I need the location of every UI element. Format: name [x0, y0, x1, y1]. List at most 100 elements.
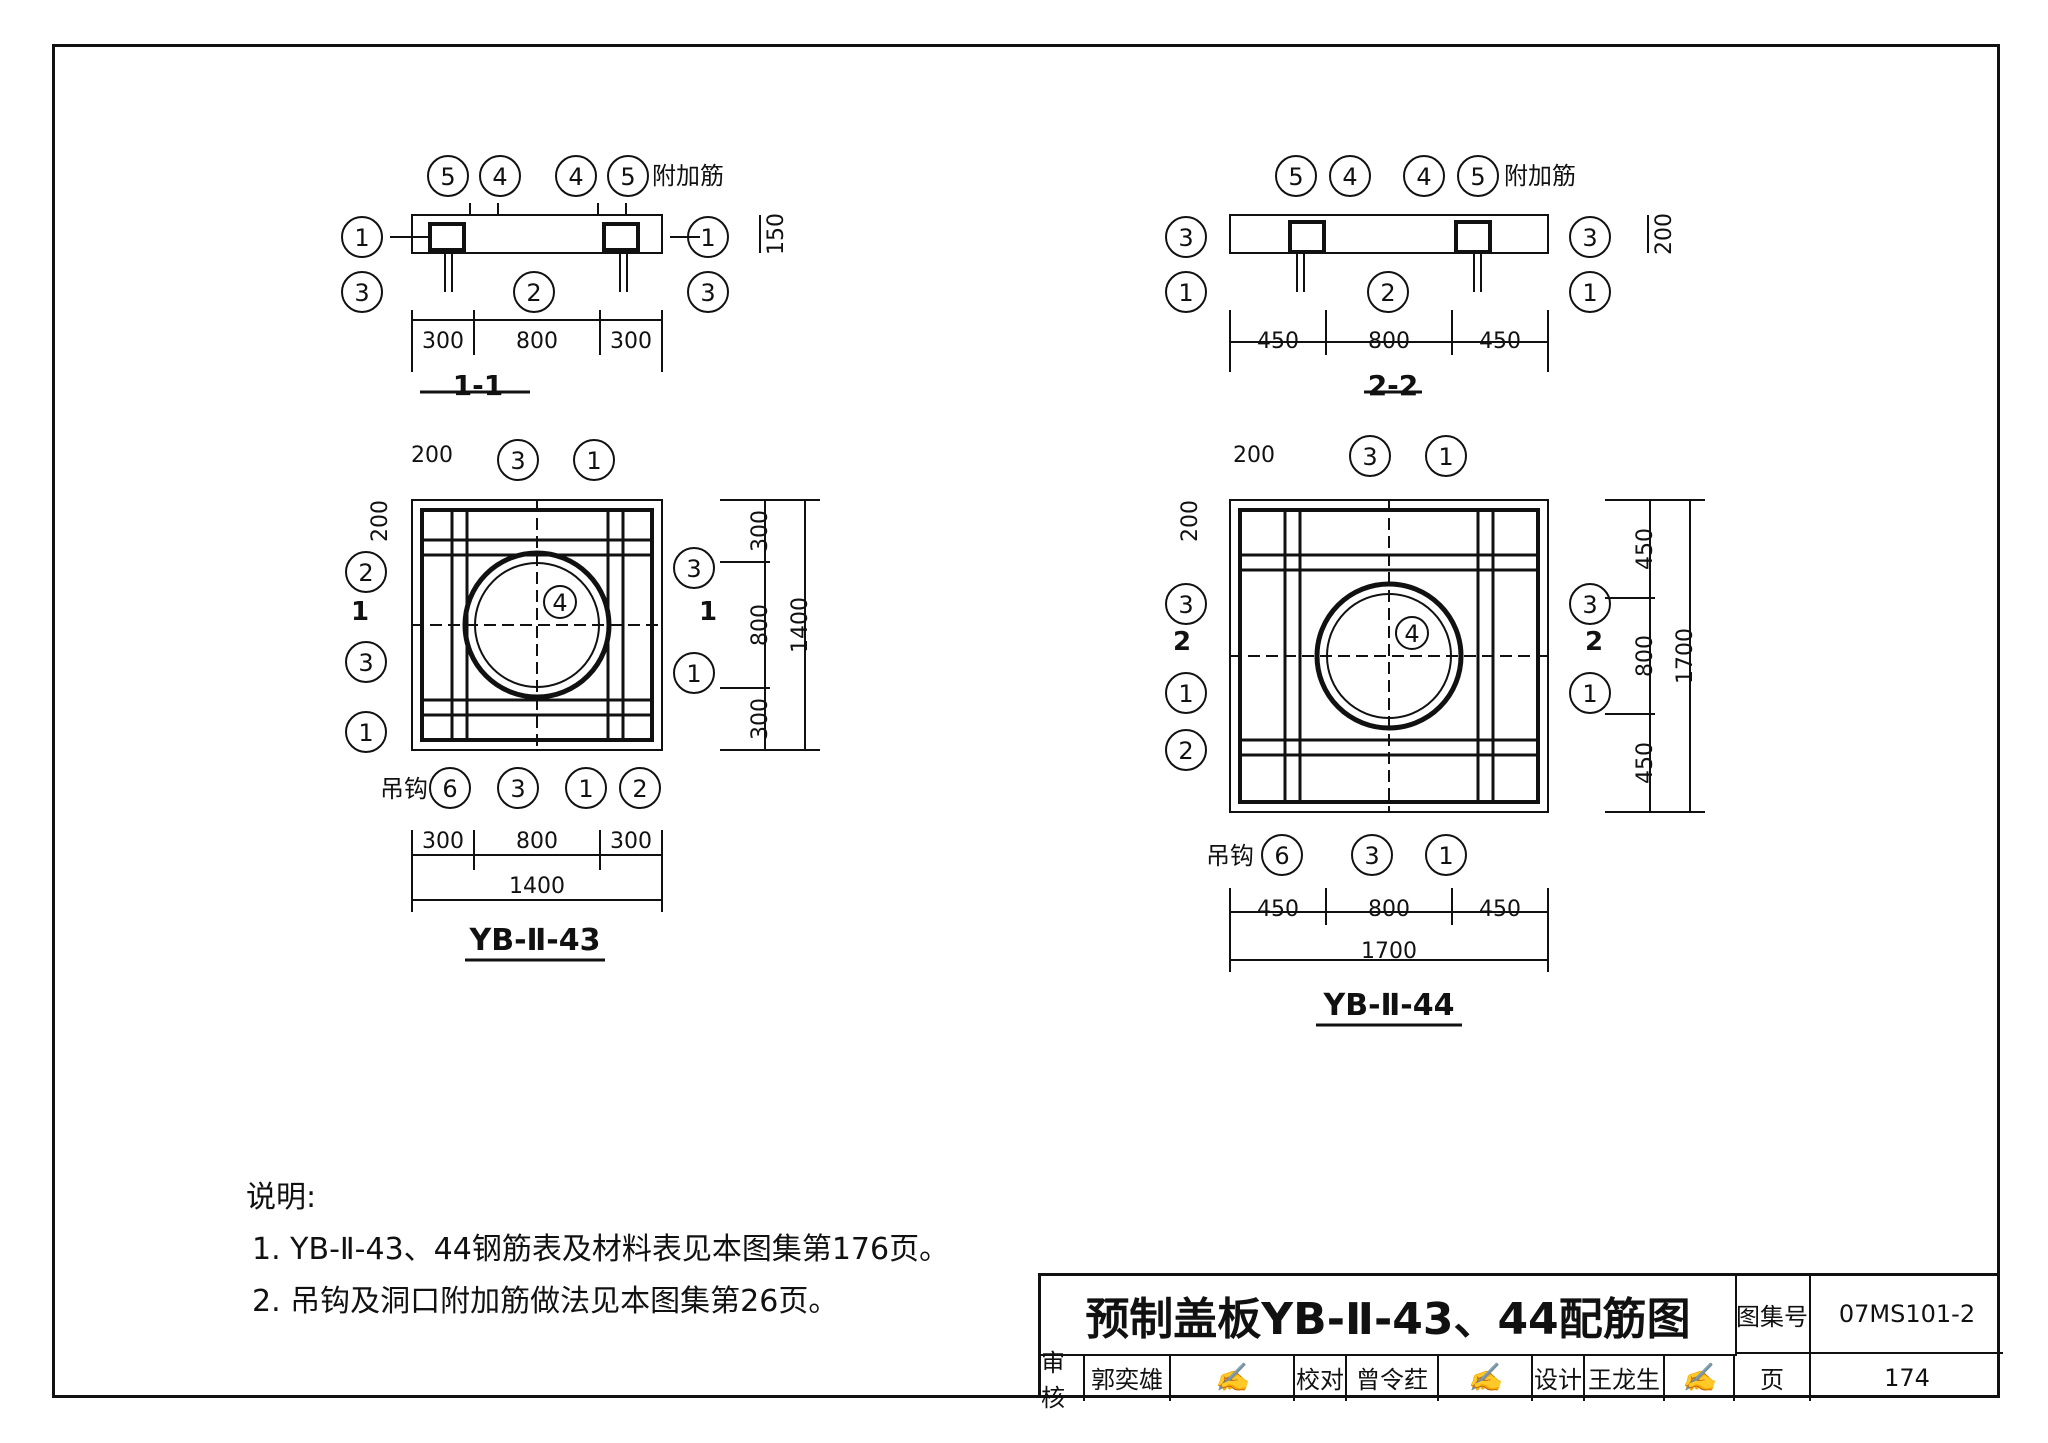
- extra-rebar-label: 附加筋: [1504, 162, 1576, 190]
- dim-text: 300: [610, 329, 652, 354]
- dim-text: 800: [748, 604, 773, 646]
- callout-3: 3: [358, 649, 373, 677]
- page-label: 页: [1735, 1354, 1811, 1401]
- dim-text: 200: [1178, 500, 1203, 542]
- callout-3: 3: [1178, 591, 1193, 619]
- plan-yb-ii-43: [411, 499, 820, 962]
- callout-1: 1: [1582, 279, 1597, 307]
- callout-5: 5: [620, 163, 635, 191]
- dim-text: 300: [610, 829, 652, 854]
- plan-title: YB-Ⅱ-43: [468, 923, 600, 958]
- callout-labels: 5 4 4 5 1 1 3 2 3 5 4 4 5 3 3 1 2 1 3 1 …: [354, 163, 1597, 870]
- callout-2: 2: [1380, 279, 1395, 307]
- atlas-number: 07MS101-2: [1811, 1276, 2003, 1354]
- dim-text: 300: [422, 329, 464, 354]
- dim-text: 200: [411, 443, 453, 468]
- dim-text: 800: [516, 329, 558, 354]
- section-2-2: [1229, 214, 1649, 394]
- callout-1: 1: [358, 719, 373, 747]
- reviewer-name: 郭奕雄: [1085, 1354, 1171, 1401]
- callout-1: 1: [578, 775, 593, 803]
- plan-title: YB-Ⅱ-44: [1322, 988, 1454, 1023]
- dim-text: 300: [422, 829, 464, 854]
- callout-4: 4: [1342, 163, 1357, 191]
- section-title: 1-1: [453, 369, 504, 402]
- dim-text: 800: [1368, 897, 1410, 922]
- callout-4: 4: [1404, 620, 1419, 648]
- dim-text: 1400: [509, 874, 565, 899]
- hook-label: 吊钩: [1206, 842, 1254, 870]
- callout-1: 1: [1178, 279, 1193, 307]
- callout-6: 6: [1274, 842, 1289, 870]
- dim-text: 1700: [1673, 628, 1698, 684]
- review-label: 审核: [1041, 1349, 1085, 1412]
- note-item: 2. 吊钩及洞口附加筋做法见本图集第26页。: [252, 1284, 839, 1319]
- dim-text: 450: [1479, 329, 1521, 354]
- dim-text: 200: [368, 500, 393, 542]
- plan-yb-ii-44: [1229, 499, 1705, 1027]
- callout-3: 3: [686, 555, 701, 583]
- dim-text: 1700: [1361, 939, 1417, 964]
- dim-text: 800: [1633, 635, 1658, 677]
- callout-3: 3: [510, 447, 525, 475]
- dim-text: 200: [1652, 213, 1677, 255]
- design-label: 设计: [1533, 1354, 1585, 1401]
- callout-4: 4: [492, 163, 507, 191]
- callout-1: 1: [1178, 680, 1193, 708]
- note-item: 1. YB-Ⅱ-43、44钢筋表及材料表见本图集第176页。: [252, 1232, 950, 1267]
- dim-text: 450: [1479, 897, 1521, 922]
- callout-1: 1: [1438, 443, 1453, 471]
- callout-5: 5: [1470, 163, 1485, 191]
- callout-1: 1: [1582, 680, 1597, 708]
- callout-2: 2: [358, 559, 373, 587]
- designer-signature: ✍: [1665, 1354, 1735, 1401]
- callout-1: 1: [354, 224, 369, 252]
- callout-3: 3: [1362, 443, 1377, 471]
- dim-text: 300: [748, 698, 773, 740]
- dimension-texts: 300 800 300 150 1-1 450 800 450 200 2-2 …: [351, 213, 1698, 1023]
- dim-text: 450: [1633, 528, 1658, 570]
- callout-6: 6: [442, 775, 457, 803]
- callout-3: 3: [1178, 224, 1193, 252]
- callout-2: 2: [526, 279, 541, 307]
- checker-signature: ✍: [1439, 1354, 1533, 1401]
- callout-1: 1: [686, 660, 701, 688]
- section-mark: 2: [1585, 627, 1603, 657]
- callout-3: 3: [1364, 842, 1379, 870]
- dim-text: 450: [1257, 329, 1299, 354]
- dim-text: 200: [1233, 443, 1275, 468]
- hook-label: 吊钩: [380, 775, 428, 803]
- callout-3: 3: [354, 279, 369, 307]
- section-mark: 1: [699, 597, 717, 627]
- notes: 说明: 1. YB-Ⅱ-43、44钢筋表及材料表见本图集第176页。 2. 吊钩…: [246, 1172, 949, 1328]
- callout-3: 3: [700, 279, 715, 307]
- dim-text: 150: [764, 213, 789, 255]
- check-label: 校对: [1295, 1354, 1347, 1401]
- drawing-title: 预制盖板YB-Ⅱ-43、44配筋图: [1041, 1276, 1737, 1356]
- title-block: 预制盖板YB-Ⅱ-43、44配筋图 图集号 07MS101-2 审核 郭奕雄 ✍…: [1038, 1273, 2003, 1412]
- dim-text: 1400: [788, 597, 813, 653]
- dim-text: 450: [1257, 897, 1299, 922]
- dim-text: 450: [1633, 742, 1658, 784]
- atlas-label: 图集号: [1735, 1276, 1811, 1354]
- section-mark: 2: [1173, 627, 1191, 657]
- callout-4: 4: [1416, 163, 1431, 191]
- callout-2: 2: [632, 775, 647, 803]
- callout-2: 2: [1178, 737, 1193, 765]
- callout-3: 3: [1582, 224, 1597, 252]
- reviewer-signature: ✍: [1171, 1354, 1295, 1401]
- callout-5: 5: [1288, 163, 1303, 191]
- callout-1: 1: [586, 447, 601, 475]
- section-title: 2-2: [1368, 369, 1419, 402]
- callout-1: 1: [1438, 842, 1453, 870]
- callout-3: 3: [510, 775, 525, 803]
- section-mark: 1: [351, 597, 369, 627]
- callout-1: 1: [700, 224, 715, 252]
- extra-rebar-labels: 附加筋 附加筋 吊钩 吊钩: [380, 162, 1576, 870]
- page-number: 174: [1884, 1363, 1930, 1392]
- checker-name: 曾令荭: [1347, 1354, 1439, 1401]
- callout-5: 5: [440, 163, 455, 191]
- notes-heading: 说明:: [246, 1180, 317, 1215]
- extra-rebar-label: 附加筋: [652, 162, 724, 190]
